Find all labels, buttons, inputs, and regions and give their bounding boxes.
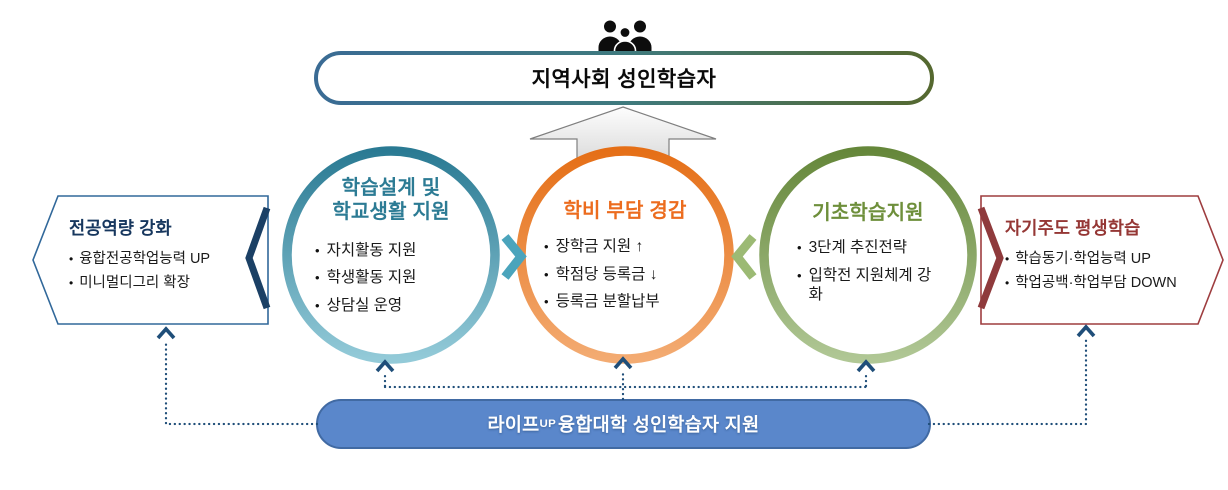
up-arrowheads: [156, 324, 1096, 373]
bullet-icon: •: [315, 242, 320, 258]
list-item: • 등록금 분할납부: [544, 292, 706, 312]
chevron-right-icon: [501, 234, 527, 280]
bullet-icon: •: [315, 297, 320, 313]
right-box-bullet-list: • 학습동기·학업능력 UP • 학업공백·학업부담 DOWN: [1005, 250, 1223, 292]
bullet-icon: •: [1005, 276, 1010, 291]
banner-text-prefix: 라이프: [487, 414, 540, 435]
circle-bullet-list: • 자치활동 지원 • 학생활동 지원 • 상담실 운영: [315, 241, 467, 316]
list-item: • 학생활동 지원: [315, 268, 467, 288]
bullet-icon: •: [797, 240, 802, 256]
list-item: • 입학전 지원체계 강화: [797, 266, 939, 305]
bullet-icon: •: [69, 276, 74, 291]
right-box-title: 자기주도 평생학습: [1005, 218, 1141, 238]
bullet-text: 학생활동 지원: [326, 269, 417, 287]
left-box-content: 전공역량 강화 • 융합전공학업능력 UP • 미니멀디그리 확장: [69, 215, 265, 292]
circle-title-line: 학교생활 지원: [332, 201, 450, 224]
up-arrowhead-circle2: [613, 356, 633, 370]
bullet-icon: •: [544, 266, 549, 282]
bullet-text: 미니멀디그리 확장: [79, 275, 190, 292]
left-box-bullet-list: • 융합전공학업능력 UP • 미니멀디그리 확장: [69, 250, 265, 292]
bullet-icon: •: [315, 270, 320, 286]
list-item: • 상담실 운영: [315, 296, 467, 316]
list-item: • 학습동기·학업능력 UP: [1005, 250, 1223, 268]
bullet-icon: •: [69, 252, 74, 266]
list-item: • 미니멀디그리 확장: [69, 274, 265, 292]
circle-title-line: 학습설계 및: [341, 177, 441, 199]
up-arrowhead-left-box: [156, 326, 176, 340]
up-arrowhead-circle3: [856, 359, 876, 373]
list-item: • 융합전공학업능력 UP: [69, 250, 265, 268]
bullet-text: 장학금 지원 ↑: [555, 238, 644, 256]
circle-bullet-list: • 장학금 지원 ↑ • 학점당 등록금 ↓ • 등록금 분할납부: [544, 237, 706, 312]
right-box-chevron-icon: [977, 206, 1004, 310]
left-box-title: 전공역량 강화: [69, 218, 172, 238]
bullet-icon: •: [544, 294, 549, 310]
left-box-chevron-icon: [245, 206, 271, 310]
list-item: • 3단계 추진전략: [797, 238, 939, 258]
list-item: • 자치활동 지원: [315, 241, 467, 261]
circle-title: 기초학습지원: [812, 201, 924, 225]
circle-bullet-list: • 3단계 추진전략 • 입학전 지원체계 강화: [797, 238, 939, 304]
connector-right: [927, 338, 1088, 426]
circle-title-line: 기초학습지원: [812, 202, 924, 224]
bullet-text: 자치활동 지원: [326, 241, 417, 259]
circle-learning-design-content: 학습설계 및 학교생활 지원 • 자치활동 지원 • 학생활동 지원 • 상담실…: [281, 176, 501, 315]
top-pill: [314, 51, 934, 105]
dotted-connectors: [164, 338, 1088, 426]
bullet-icon: •: [797, 267, 802, 283]
bullet-text: 융합전공학업능력 UP: [79, 251, 211, 267]
bullet-text: 등록금 분할납부: [555, 293, 660, 311]
bullet-text: 상담실 운영: [326, 296, 403, 314]
circle-title: 학습설계 및 학교생활 지원: [332, 176, 449, 225]
connector-left: [164, 339, 319, 426]
circle-basic-learning-content: 기초학습지원 • 3단계 추진전략 • 입학전 지원체계 강화: [758, 201, 978, 305]
up-arrowhead-right-box: [1076, 324, 1096, 338]
bullet-text: 학점당 등록금 ↓: [555, 265, 658, 283]
top-pill-title: 지역사회 성인학습자: [531, 68, 717, 91]
bullet-icon: •: [1005, 252, 1010, 266]
banner-text-sup: UP: [539, 418, 557, 430]
chevron-left-icon: [731, 234, 757, 280]
up-arrowhead-circle1: [375, 359, 395, 373]
circle-tuition-burden-content: 학비 부담 경감 • 장학금 지원 ↑ • 학점당 등록금 ↓ • 등록금 분할…: [515, 199, 735, 312]
list-item: • 학점당 등록금 ↓: [544, 265, 706, 285]
bullet-text: 학업공백·학업부담 DOWN: [1015, 275, 1177, 292]
circle-learning-design: [282, 146, 500, 364]
bullet-icon: •: [544, 239, 549, 255]
bullet-text: 입학전 지원체계 강화: [808, 266, 932, 304]
circle-title: 학비 부담 경감: [563, 199, 686, 223]
list-item: • 장학금 지원 ↑: [544, 237, 706, 257]
bullet-text: 3단계 추진전략: [808, 239, 908, 257]
people-icon: [598, 20, 652, 53]
circle-title-line: 학비 부담 경감: [563, 200, 687, 222]
list-item: • 학업공백·학업부담 DOWN: [1005, 274, 1223, 292]
right-box-content: 자기주도 평생학습 • 학습동기·학업능력 UP • 학업공백·학업부담 DOW…: [1005, 215, 1223, 292]
bullet-text: 학습동기·학업능력 UP: [1015, 251, 1151, 267]
banner-text-rest: 융합대학 성인학습자 지원: [558, 414, 760, 435]
circle-basic-learning: [759, 146, 977, 364]
